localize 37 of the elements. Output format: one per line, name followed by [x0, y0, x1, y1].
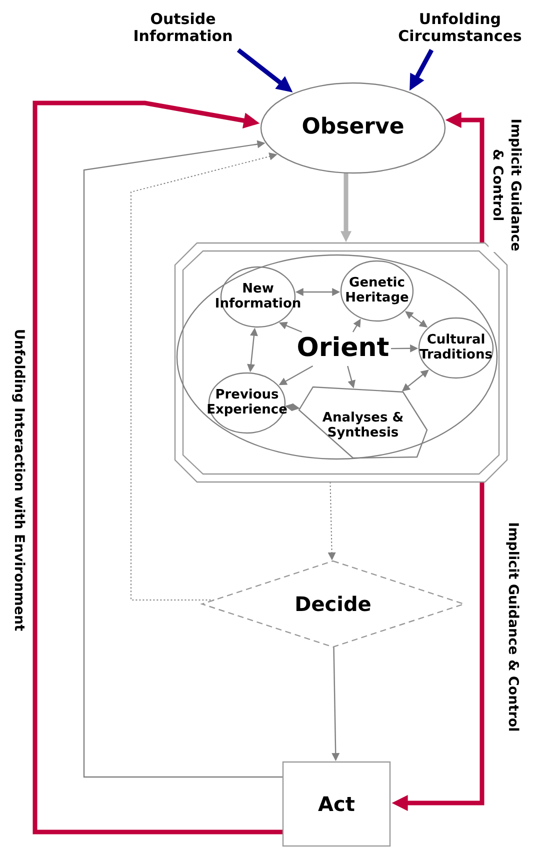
- arrow: [392, 482, 484, 811]
- arrow: [404, 311, 428, 328]
- arrow: [328, 482, 336, 560]
- observe-ellipse: [261, 83, 445, 173]
- arrow: [278, 322, 302, 333]
- input-label: Outside Information: [121, 6, 245, 50]
- input-label: Unfolding Circumstances: [385, 6, 535, 50]
- arrow: [332, 646, 340, 762]
- arrow: [32, 100, 283, 834]
- edge-label: Implicit Guidance & Control: [488, 118, 524, 252]
- arrow: [340, 172, 352, 242]
- arrow: [347, 366, 356, 388]
- node-label: Act: [318, 792, 355, 816]
- arrow: [402, 370, 429, 392]
- arrow: [236, 48, 293, 92]
- octagon-frame: [175, 243, 507, 482]
- arrow: [247, 328, 258, 372]
- process-box: [283, 762, 390, 846]
- node-label: Previous Experience: [206, 388, 288, 418]
- arrow: [83, 140, 283, 778]
- arrow: [284, 403, 300, 412]
- arrow: [352, 318, 361, 332]
- node-label: Genetic Heritage: [344, 276, 410, 306]
- decision-diamond: [202, 561, 464, 647]
- node-label: Analyses & Synthesis: [321, 411, 405, 441]
- node-label: Cultural Traditions: [418, 333, 494, 363]
- arrow: [130, 152, 278, 600]
- arrow: [391, 344, 418, 352]
- arrow: [278, 365, 314, 386]
- center-label: Orient: [295, 332, 391, 366]
- arrow: [410, 48, 434, 91]
- node-label: New Information: [214, 282, 302, 312]
- node-label: Decide: [294, 592, 372, 616]
- node-label: Observe: [302, 116, 404, 140]
- arrow: [295, 288, 340, 296]
- polygon-node: [299, 387, 427, 458]
- arrow: [445, 112, 484, 243]
